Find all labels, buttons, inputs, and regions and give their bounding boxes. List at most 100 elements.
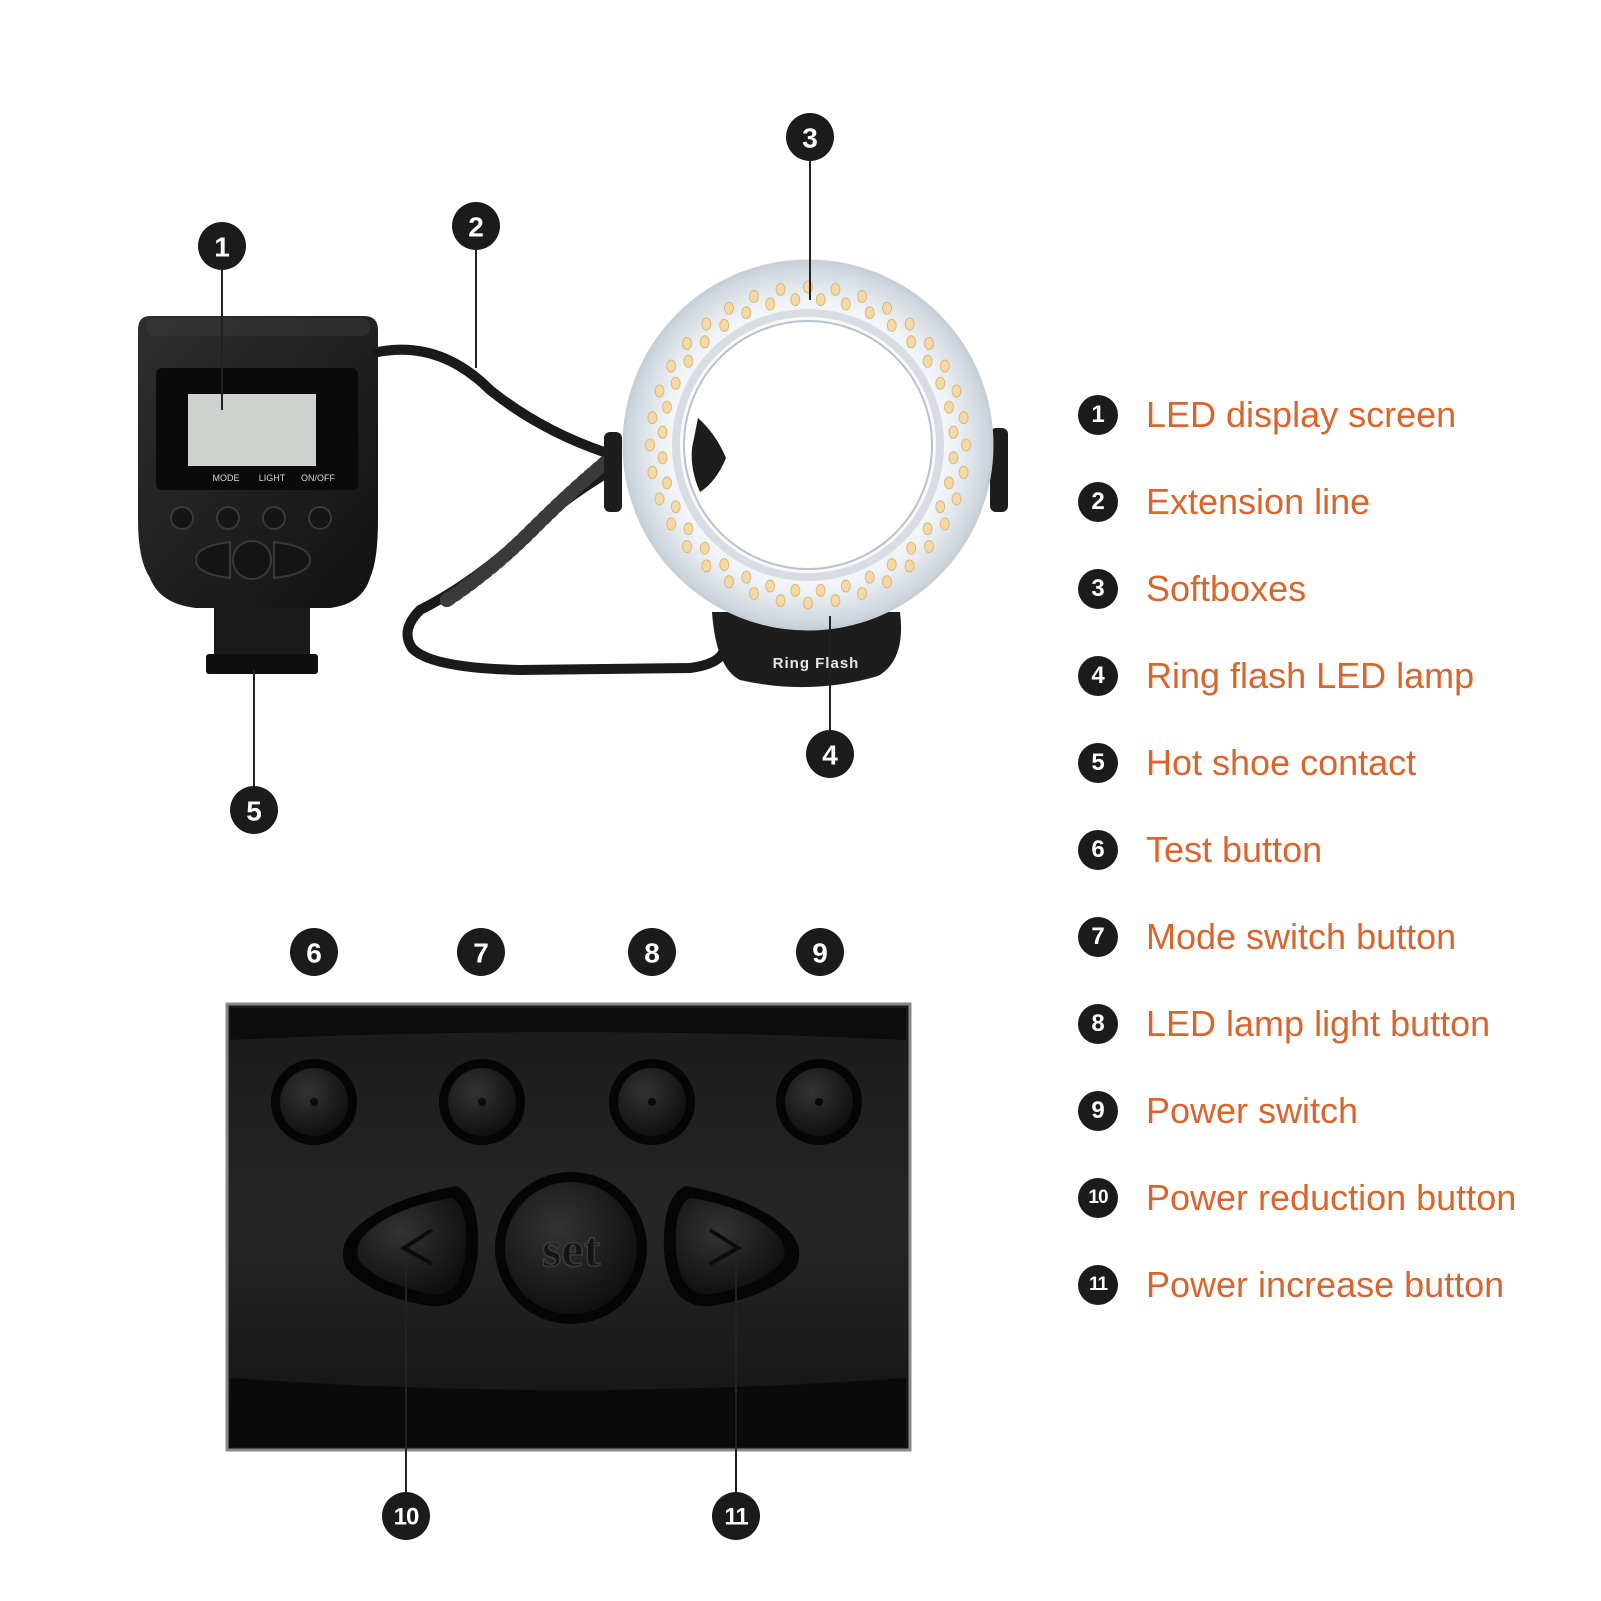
right-arrow-icon	[708, 1228, 742, 1266]
legend-label: Test button	[1146, 829, 1323, 870]
led-lamp	[906, 541, 917, 555]
led-lamp	[749, 290, 759, 303]
legend-item-6: 6 Test button	[1078, 830, 1516, 917]
power-switch-button[interactable]	[776, 1059, 862, 1145]
legend-item-3: 3 Softboxes	[1078, 569, 1516, 656]
legend-label: Power increase button	[1146, 1264, 1505, 1305]
led-lamp-light-button[interactable]	[609, 1059, 695, 1145]
led-lamp	[840, 579, 851, 593]
led-lamp	[724, 575, 734, 589]
led-lamp	[657, 451, 668, 465]
callout-3: 3	[786, 113, 834, 161]
led-lamp	[775, 282, 786, 296]
led-lamp	[741, 570, 752, 584]
led-lamp	[765, 579, 776, 593]
light-button-small[interactable]	[262, 506, 286, 530]
controller-top-bevel	[146, 318, 370, 336]
ring-lens-hole	[683, 320, 933, 570]
set-button[interactable]: set	[495, 1172, 647, 1324]
power-button-small[interactable]	[308, 506, 332, 530]
led-lamp	[662, 476, 672, 490]
led-lamp	[699, 541, 710, 555]
test-button[interactable]	[271, 1059, 357, 1145]
legend-badge: 8	[1078, 1004, 1118, 1044]
svg-text:9: 9	[812, 938, 828, 969]
led-lamp	[657, 425, 668, 439]
legend-badge: 5	[1078, 743, 1118, 783]
callout-2: 2	[452, 202, 500, 250]
led-lamp	[882, 301, 892, 315]
led-lamp	[815, 293, 826, 307]
extension-cable	[373, 344, 729, 676]
led-lamp	[724, 301, 734, 315]
left-button-small[interactable]	[194, 540, 231, 580]
legend-badge: 7	[1078, 917, 1118, 957]
led-lamp	[922, 522, 933, 536]
callout-4: 4	[806, 730, 854, 778]
svg-text:5: 5	[246, 796, 262, 827]
test-button-small[interactable]	[170, 506, 194, 530]
led-lamp	[886, 318, 897, 332]
led-lamp	[790, 583, 801, 597]
led-lamp	[958, 411, 969, 425]
power-increase-button[interactable]	[663, 1186, 800, 1307]
led-lamp	[830, 594, 841, 608]
led-lamp	[666, 517, 677, 531]
callout-9: 9	[796, 928, 844, 976]
lens-mount-clip	[691, 418, 726, 492]
led-lamp	[944, 476, 954, 490]
svg-text:4: 4	[822, 740, 838, 771]
legend-label: Mode switch button	[1146, 916, 1457, 957]
mode-switch-button[interactable]	[439, 1059, 525, 1145]
callout-6: 6	[290, 928, 338, 976]
led-lamp	[765, 297, 776, 311]
led-lamp	[951, 384, 962, 398]
button-closeup: set	[225, 1002, 912, 1452]
mode-button-small[interactable]	[216, 506, 240, 530]
legend-badge: 4	[1078, 656, 1118, 696]
led-lamp	[645, 438, 655, 452]
callout-1: 1	[198, 222, 246, 270]
callout-11: 11	[712, 1492, 760, 1540]
legend-item-9: 9 Power switch	[1078, 1091, 1516, 1178]
led-lamp	[904, 317, 915, 331]
onoff-label: ON/OFF	[301, 473, 335, 483]
led-lamp	[683, 522, 694, 536]
led-lamp	[701, 317, 712, 331]
legend-item-2: 2 Extension line	[1078, 482, 1516, 569]
led-lamp	[647, 465, 658, 479]
power-reduction-button[interactable]	[342, 1186, 479, 1307]
led-lamp	[803, 280, 813, 294]
set-button-label: set	[542, 1221, 601, 1277]
leader-lines	[221, 160, 831, 1498]
led-lamp	[815, 583, 826, 597]
light-label: LIGHT	[259, 473, 286, 483]
led-lamp	[948, 425, 959, 439]
led-lamp	[666, 359, 677, 373]
led-lamp	[944, 400, 954, 414]
led-lamp	[670, 376, 681, 390]
led-lamp	[906, 335, 917, 349]
led-lamp	[840, 297, 851, 311]
legend-badge: 9	[1078, 1091, 1118, 1131]
legend-item-11: 11 Power increase button	[1078, 1265, 1516, 1352]
led-lamp	[939, 517, 950, 531]
callout-8: 8	[628, 928, 676, 976]
svg-text:10: 10	[394, 1504, 419, 1531]
legend-badge: 3	[1078, 569, 1118, 609]
led-lamp	[803, 596, 813, 610]
led-lamp	[775, 594, 786, 608]
callout-5: 5	[230, 786, 278, 834]
set-button-small[interactable]	[232, 540, 272, 580]
right-button-small[interactable]	[273, 540, 312, 580]
legend-label: Extension line	[1146, 481, 1371, 522]
led-lamp	[662, 400, 672, 414]
led-lamp	[864, 570, 875, 584]
led-lamp	[951, 492, 962, 506]
led-lamp	[857, 290, 867, 303]
led-array	[645, 280, 971, 610]
legend-item-8: 8 LED lamp light button	[1078, 1004, 1516, 1091]
svg-text:3: 3	[802, 123, 818, 154]
ring-knob-left	[604, 432, 622, 512]
